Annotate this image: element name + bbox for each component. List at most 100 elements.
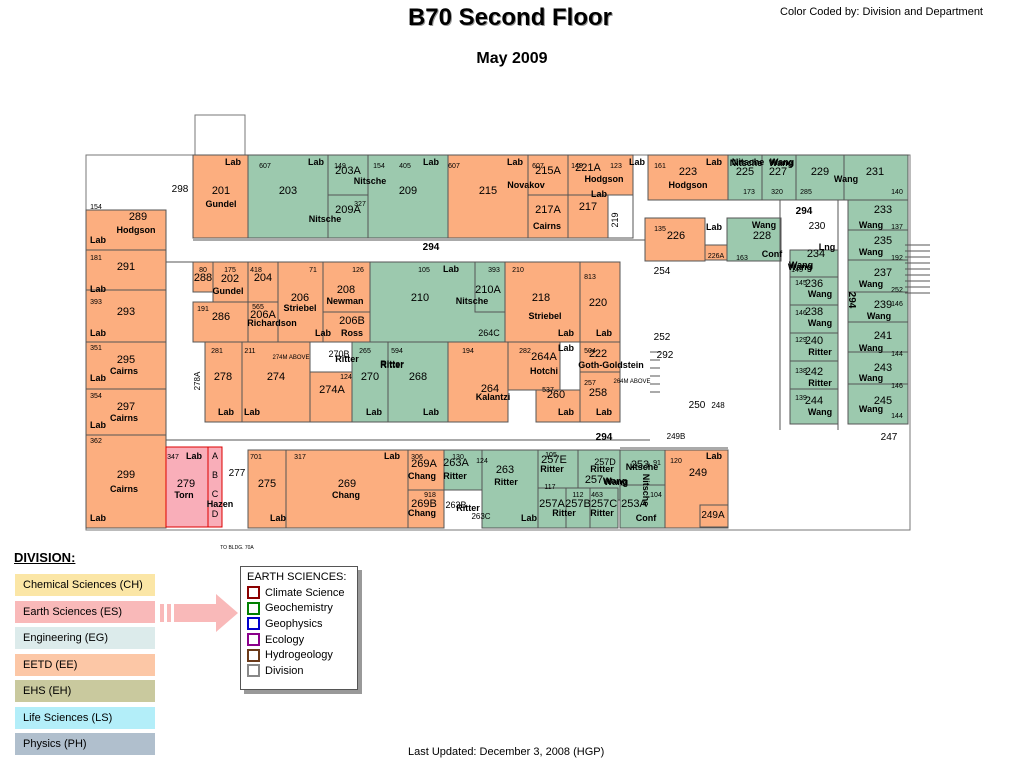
earth-sciences-item: Hydrogeology	[247, 647, 351, 663]
room-number-small: 265	[359, 348, 371, 355]
room-number: 239	[874, 299, 892, 311]
room-299	[85, 434, 167, 529]
room-257b	[565, 487, 591, 529]
room-number-small: 154	[373, 163, 385, 170]
room-number: 268	[409, 371, 427, 383]
division-item: EHS (EH)	[15, 680, 155, 702]
room-occupant: Gundel	[213, 286, 244, 296]
room-number-small: 393	[488, 267, 500, 274]
room-b: B	[212, 470, 218, 480]
room-number: 244	[805, 395, 823, 407]
lab-tag: Lab	[596, 407, 613, 417]
earth-sciences-item: Geophysics	[247, 616, 351, 632]
room-228	[726, 217, 782, 262]
lab-tag: Lab	[558, 328, 575, 338]
lab-tag: Lab	[225, 157, 242, 167]
room-number-small: 282	[519, 348, 531, 355]
room-occupant: Cairns	[533, 221, 561, 231]
room-295	[85, 341, 167, 390]
room-244	[789, 388, 839, 425]
room-241	[847, 321, 909, 353]
room-occupant: Ritter	[808, 378, 832, 388]
room-occupant: Ritter	[808, 347, 832, 357]
color-swatch-icon	[247, 664, 260, 678]
occupant-nitsche: Nitsche	[730, 158, 763, 168]
room-number-small: 192	[891, 255, 903, 262]
division-item: Earth Sciences (ES)	[15, 600, 155, 623]
room-number: 288	[194, 272, 212, 284]
room-number-small: 144	[891, 413, 903, 420]
room-occupant: Hodgson	[585, 174, 624, 184]
room-number-small: 137	[891, 224, 903, 231]
room-occupant: Ritter	[494, 477, 518, 487]
room-240	[789, 332, 839, 362]
room-206a	[247, 301, 279, 343]
room-number: 278	[214, 371, 232, 383]
room-occupant: Ritter	[552, 508, 576, 518]
room-number-small: 149	[571, 163, 583, 170]
room-264	[447, 341, 509, 423]
room-occupant: Ritter	[380, 359, 404, 369]
room-number: 233	[874, 204, 892, 216]
room-number-small: 163	[736, 255, 748, 262]
room-occupant: Nitsche	[309, 214, 342, 224]
room-a: A	[212, 451, 218, 461]
occupant-wang: Wang	[604, 477, 628, 487]
room-number: 245	[874, 395, 892, 407]
room-occupant: Wang	[834, 174, 858, 184]
room-number-small: 145	[791, 267, 803, 274]
room-occupant: Novakov	[507, 180, 545, 190]
room-number: 221A	[575, 162, 601, 174]
room-293	[85, 289, 167, 343]
room-number-small: 594	[391, 348, 403, 355]
room-occupant: Wang	[808, 407, 832, 417]
room-270	[351, 341, 389, 423]
room-292: 292	[657, 350, 674, 361]
room-number: 236	[805, 278, 823, 290]
division-legend-title: DIVISION:	[14, 550, 76, 565]
occupant-ritter: Ritter	[335, 354, 359, 364]
room-occupant: Chang	[408, 471, 436, 481]
lab-tag: Lab	[706, 451, 723, 461]
room-number-small: 351	[90, 345, 102, 352]
room-number-small: 393	[90, 299, 102, 306]
earth-sciences-title: EARTH SCIENCES:	[247, 571, 347, 583]
room-number: 299	[117, 469, 135, 481]
room-209	[367, 154, 449, 239]
room-258	[579, 371, 621, 423]
room-201	[192, 154, 249, 239]
room-number-small: 91	[653, 460, 661, 467]
room-242	[789, 360, 839, 390]
room-number: 206	[291, 292, 309, 304]
room-occupant: Nitsche	[732, 157, 765, 167]
room-235	[847, 229, 909, 261]
room-number-small: 320	[771, 189, 783, 196]
room-number: 203	[279, 185, 297, 197]
room-number-small: 105	[418, 267, 430, 274]
room-217a	[527, 194, 569, 239]
room-215	[447, 154, 529, 239]
room-occupant: Wang	[859, 279, 883, 289]
room-number-small: 405	[399, 163, 411, 170]
lab-tag: Lab	[90, 373, 107, 383]
lab-tag: Lab	[270, 513, 287, 523]
room-263b: 263B	[445, 500, 466, 510]
room-occupant: Chang	[332, 490, 360, 500]
room-number: 238	[805, 306, 823, 318]
room-number-small: 71	[309, 267, 317, 274]
room-number-small: 135	[654, 226, 666, 233]
room-number: 293	[117, 306, 135, 318]
room-227	[761, 154, 797, 201]
room-occupant: Wang	[867, 311, 891, 321]
room-number-small: 149	[334, 163, 346, 170]
room-occupant: Goth-Goldstein	[578, 360, 644, 370]
room-289	[85, 209, 167, 251]
color-swatch-icon	[247, 617, 260, 631]
room-number: 215	[479, 185, 497, 197]
room-number: 208	[337, 284, 355, 296]
room-number: 286	[212, 311, 230, 323]
lab-tag: Lab	[591, 189, 608, 199]
room-occupant: Striebel	[283, 303, 316, 313]
room-number: 204	[254, 272, 272, 284]
lab-tag: Lab	[366, 407, 383, 417]
